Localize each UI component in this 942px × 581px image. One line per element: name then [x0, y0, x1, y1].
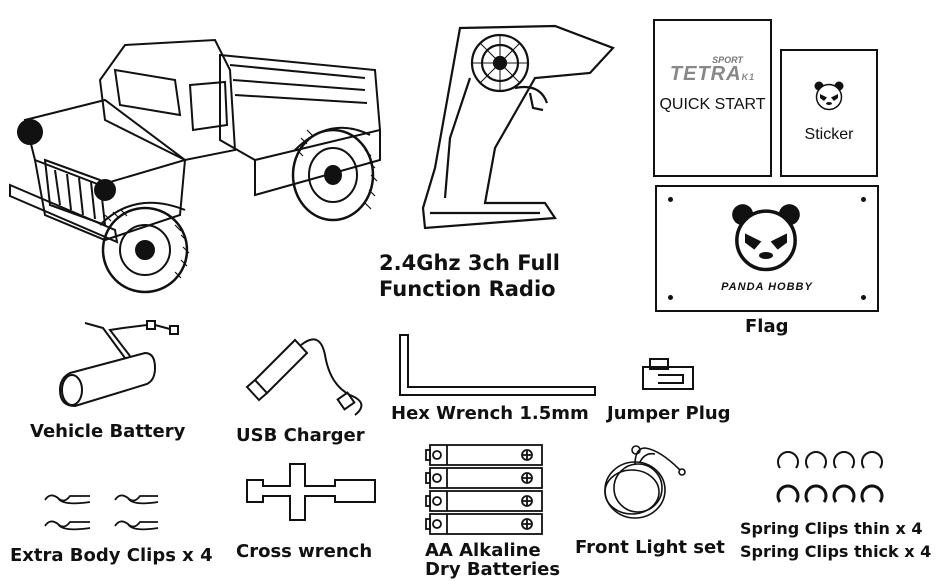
front-light-label: Front Light set: [575, 537, 725, 558]
panda-face-icon: [732, 204, 800, 272]
quick-start-card: SPORT TETRAK1 QUICK START: [653, 19, 772, 177]
sticker-card: Sticker: [780, 49, 878, 177]
spring-clips-thin-label: Spring Clips thin x 4: [740, 519, 923, 538]
quick-start-logo-main: TETRA: [669, 63, 742, 85]
aa-batteries-label-line1: AA Alkaline: [425, 540, 541, 561]
usb-cable-icon: [245, 338, 363, 416]
truck-icon: [9, 38, 382, 294]
spring-clips-thick-label: Spring Clips thick x 4: [740, 542, 932, 561]
battery-pack-icon: [58, 320, 179, 408]
hex-wrench-icon: [399, 334, 596, 396]
jumper-plug-label: Jumper Plug: [607, 403, 731, 424]
radio-label-line2: Function Radio: [379, 277, 556, 301]
quick-start-logo: TETRAK1: [655, 63, 770, 86]
light-wire-icon: [604, 445, 686, 519]
panda-face-icon: [814, 81, 844, 111]
flag-brand: PANDA HOBBY: [721, 281, 813, 293]
body-clips-label: Extra Body Clips x 4: [10, 545, 213, 566]
usb-charger-label: USB Charger: [236, 425, 365, 446]
sticker-label: Sticker: [804, 126, 854, 143]
jumper-plug-icon: [642, 358, 694, 390]
hex-wrench-label: Hex Wrench 1.5mm: [391, 403, 589, 424]
cross-wrench-icon: [246, 463, 376, 521]
radio-label-line1: 2.4Ghz 3ch Full: [379, 251, 560, 275]
cross-wrench-label: Cross wrench: [236, 541, 373, 562]
spring-clip-icon: [776, 451, 884, 503]
flag-card: PANDA HOBBY: [655, 185, 879, 312]
quick-start-logo-top: SPORT: [712, 55, 743, 65]
quick-start-logo-suffix: K1: [741, 72, 756, 82]
aa-battery-icon: [425, 444, 543, 535]
aa-batteries-label-line2: Dry Batteries: [425, 559, 561, 580]
radio-transmitter-icon: [421, 24, 615, 230]
body-clip-icon: [44, 494, 159, 531]
flag-label: Flag: [745, 316, 789, 337]
quick-start-label: QUICK START: [659, 96, 766, 113]
vehicle-battery-label: Vehicle Battery: [30, 421, 186, 442]
